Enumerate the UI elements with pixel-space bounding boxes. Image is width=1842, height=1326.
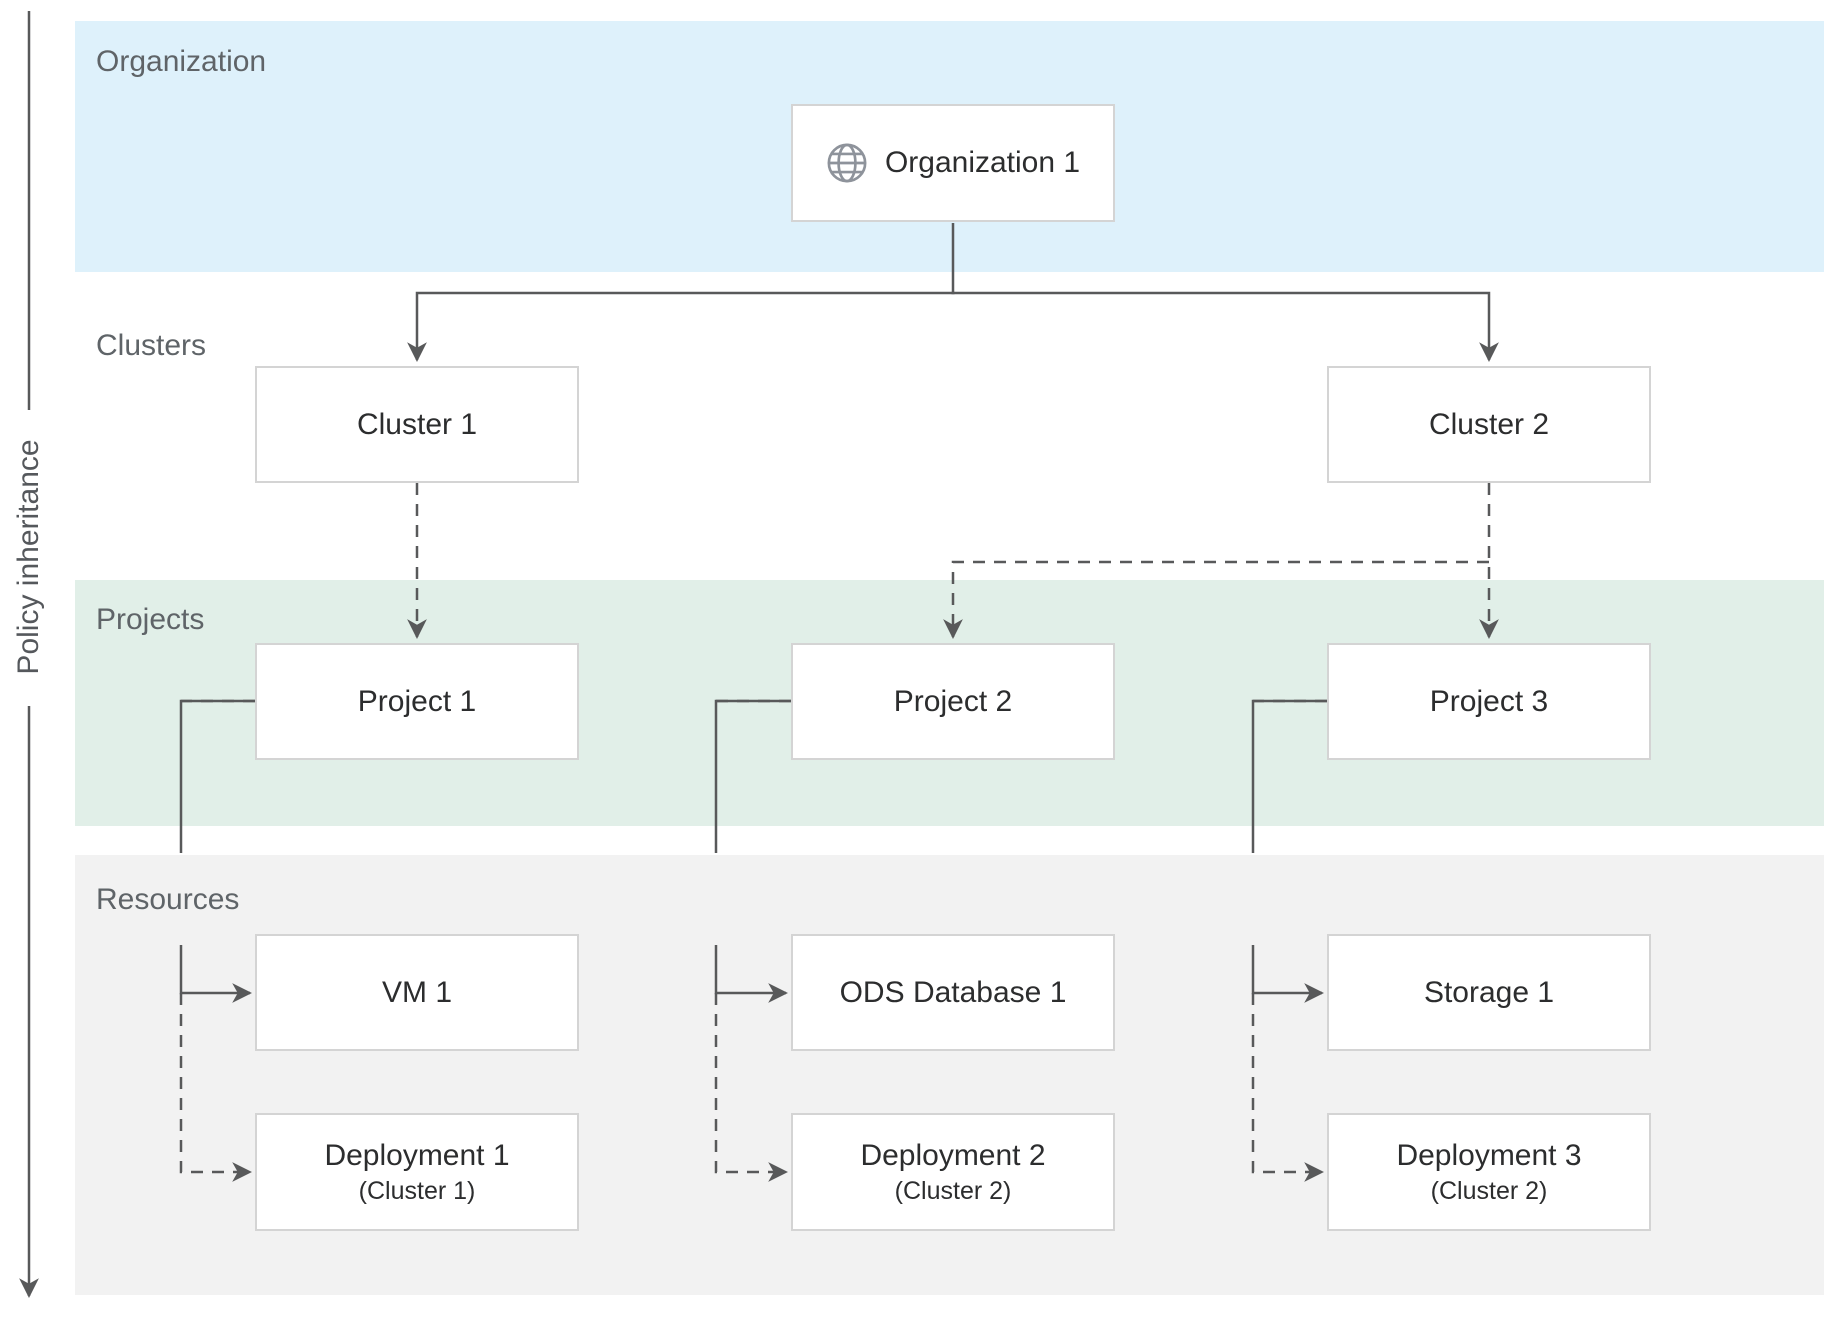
node-project-2: Project 2: [791, 643, 1115, 760]
edge-project2-elbow: [714, 699, 791, 853]
node-ods-database-1: ODS Database 1: [791, 934, 1115, 1051]
node-cluster-1-label: Cluster 1: [356, 407, 478, 441]
node-organization-1: Organization 1: [791, 104, 1115, 222]
edge-project3-to-deployment3: [1251, 993, 1324, 1182]
edge-project3-to-storage1: [1251, 945, 1324, 1003]
band-projects-label: Projects: [96, 603, 205, 636]
edge-organization1-to-cluster2: [951, 291, 1499, 362]
node-deployment-1-label: Deployment 1: [324, 1138, 510, 1172]
node-cluster-2-label: Cluster 2: [1428, 407, 1550, 441]
node-project-3: Project 3: [1327, 643, 1651, 760]
edge-project1-to-deployment1: [179, 993, 252, 1182]
node-vm-1-label: VM 1: [381, 975, 453, 1009]
node-ods-database-1-label: ODS Database 1: [839, 975, 1067, 1009]
edge-project1-elbow: [179, 699, 255, 853]
node-organization-1-label: Organization 1: [884, 146, 1081, 179]
node-cluster-2: Cluster 2: [1327, 366, 1651, 483]
node-deployment-3: Deployment 3 (Cluster 2): [1327, 1113, 1651, 1231]
band-clusters-label: Clusters: [96, 329, 207, 362]
node-cluster-1: Cluster 1: [255, 366, 579, 483]
edge-project1-to-vm1: [179, 945, 252, 1003]
node-deployment-3-sublabel: (Cluster 2): [1430, 1176, 1548, 1205]
policy-inheritance-label: Policy inheritance: [12, 439, 45, 675]
node-deployment-2: Deployment 2 (Cluster 2): [791, 1113, 1115, 1231]
edge-cluster2-to-project2: [943, 560, 1489, 639]
node-deployment-1: Deployment 1 (Cluster 1): [255, 1113, 579, 1231]
node-deployment-2-label: Deployment 2: [860, 1138, 1046, 1172]
node-vm-1: VM 1: [255, 934, 579, 1051]
node-deployment-3-label: Deployment 3: [1396, 1138, 1582, 1172]
edge-project3-elbow: [1251, 699, 1327, 853]
edge-project2-to-deployment2: [714, 993, 788, 1182]
node-deployment-2-sublabel: (Cluster 2): [894, 1176, 1012, 1205]
edge-organization1-to-cluster1: [407, 291, 955, 362]
node-project-1-label: Project 1: [357, 684, 477, 718]
node-deployment-1-sublabel: (Cluster 1): [358, 1176, 476, 1205]
node-project-1: Project 1: [255, 643, 579, 760]
band-resources-label: Resources: [96, 883, 240, 916]
globe-icon: [827, 143, 867, 183]
node-project-3-label: Project 3: [1429, 684, 1549, 718]
edge-project2-to-odsdatabase1: [714, 945, 788, 1003]
node-project-2-label: Project 2: [893, 684, 1013, 718]
node-storage-1-label: Storage 1: [1423, 975, 1555, 1009]
node-storage-1: Storage 1: [1327, 934, 1651, 1051]
band-organization-label: Organization: [96, 45, 267, 78]
